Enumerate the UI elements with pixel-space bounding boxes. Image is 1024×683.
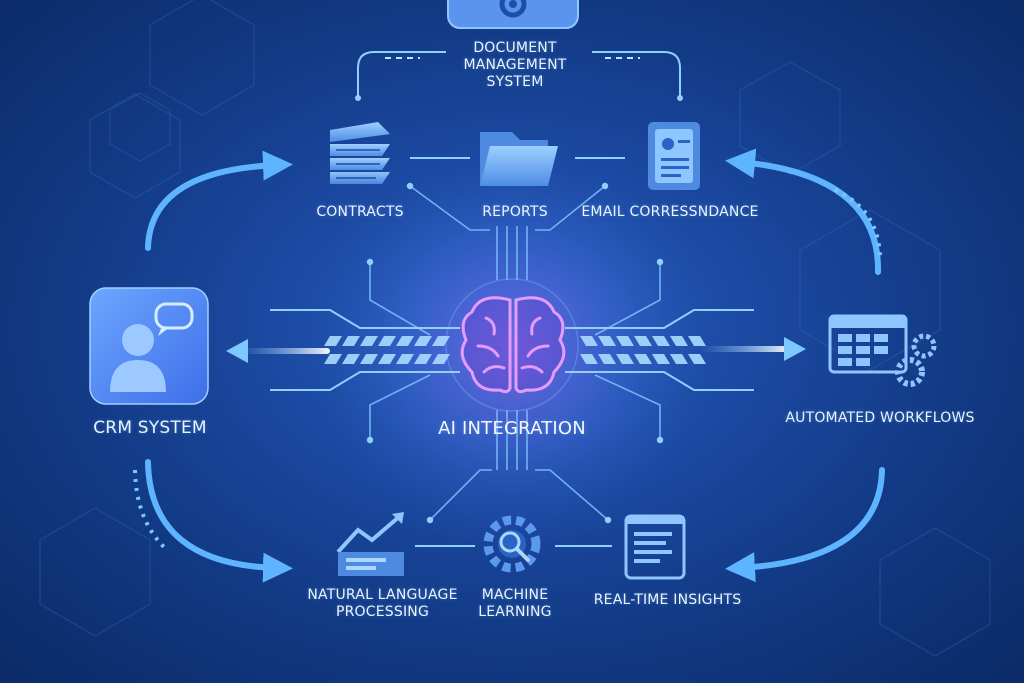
crm-node: [89, 287, 209, 405]
workflow-gears-icon: [828, 314, 937, 387]
email-label: EMAIL CORRESSNDANCE: [581, 204, 759, 220]
document-stack-icon: [330, 122, 390, 184]
workflows-label: AUTOMATED WORKFLOWS: [785, 410, 975, 426]
data-bus-left: [270, 309, 460, 391]
contracts-label: CONTRACTS: [316, 204, 404, 220]
circuit-traces: [369, 185, 661, 521]
top-node-chip: [447, 0, 579, 29]
beam-right-arrowhead: [784, 337, 806, 361]
brain-icon: [460, 296, 566, 394]
ai-integration-label: AI INTEGRATION: [438, 418, 586, 439]
bus-stripes: [324, 336, 706, 364]
core-glow: [312, 150, 712, 550]
core-ring: [445, 278, 579, 412]
reports-label: REPORTS: [482, 204, 548, 220]
gear-icon: [499, 0, 527, 18]
growth-chart-icon: [336, 512, 404, 576]
beam-left-arrowhead: [226, 339, 248, 363]
insights-label: REAL-TIME INSIGHTS: [593, 592, 742, 608]
user-chat-icon: [110, 302, 194, 392]
hexagon-pattern: [39, 0, 991, 657]
beam-left: [240, 348, 330, 354]
top-connectors: [357, 51, 681, 98]
top-node-label: DOCUMENT MANAGEMENT SYSTEM: [463, 40, 567, 90]
nlp-label: NATURAL LANGUAGE PROCESSING: [307, 587, 458, 620]
gear-search-icon: [483, 515, 541, 573]
folder-icon: [480, 132, 558, 186]
circuit-nodes: [366, 182, 664, 524]
ml-label: MACHINE LEARNING: [478, 587, 552, 620]
beam-right: [700, 346, 790, 352]
tablet-icon: [624, 514, 686, 580]
document-profile-icon: [648, 122, 700, 190]
data-bus-right: [565, 309, 754, 391]
crm-label: CRM SYSTEM: [93, 418, 207, 438]
